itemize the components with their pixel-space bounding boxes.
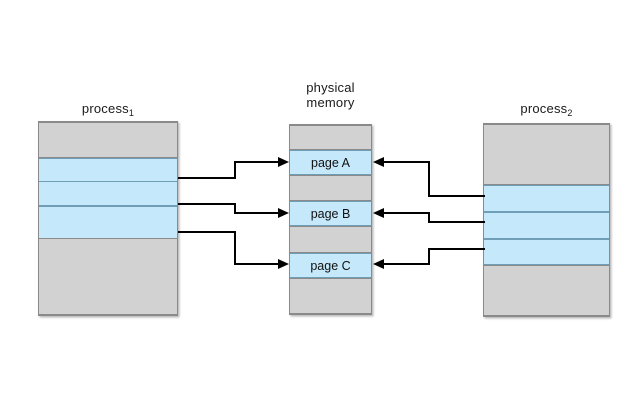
process2-address-space bbox=[483, 123, 610, 317]
process2-band-gray-bottom bbox=[484, 265, 609, 316]
process1-band-page-3 bbox=[39, 206, 177, 239]
mapping-6-segment-v bbox=[428, 248, 430, 265]
mapping-3-arrowhead bbox=[278, 259, 289, 269]
process2-band-page-3 bbox=[484, 239, 609, 265]
process1-band-gray-top bbox=[39, 122, 177, 158]
physical-memory-band-gray-1 bbox=[290, 125, 371, 150]
physical-memory-title-line2: memory bbox=[306, 95, 355, 110]
mapping-4-segment-h1 bbox=[428, 195, 485, 197]
physical-memory-band-gray-2 bbox=[290, 175, 371, 201]
process1-address-space bbox=[38, 121, 178, 316]
mapping-2-segment-h1 bbox=[178, 203, 236, 205]
mapping-5-segment-h2 bbox=[384, 212, 430, 214]
mapping-1-arrowhead bbox=[278, 157, 289, 167]
process2-title-subscript: 2 bbox=[567, 108, 573, 118]
process2-title-text: process bbox=[520, 101, 568, 116]
physical-memory-frame-page-a: page A bbox=[290, 150, 371, 175]
mapping-6-segment-h1 bbox=[428, 248, 485, 250]
process1-title-subscript: 1 bbox=[128, 108, 135, 118]
process1-title-text: process bbox=[81, 101, 129, 116]
mapping-1-segment-h1 bbox=[178, 177, 236, 179]
physical-memory-band-gray-3 bbox=[290, 226, 371, 253]
mapping-2-segment-h2 bbox=[234, 212, 279, 214]
physical-memory-frame-page-b: page B bbox=[290, 201, 371, 226]
mapping-1-segment-v bbox=[234, 161, 236, 179]
process1-band-page-1 bbox=[39, 158, 177, 182]
process1-band-gray-bottom bbox=[39, 238, 177, 315]
physical-memory-band-gray-4 bbox=[290, 278, 371, 314]
physical-memory-frame-page-c: page C bbox=[290, 253, 371, 278]
mapping-4-segment-v bbox=[428, 161, 430, 197]
physical-memory-frames: page A page B page C bbox=[289, 124, 372, 315]
mapping-2-segment-v bbox=[234, 203, 236, 214]
mapping-2-arrowhead bbox=[278, 208, 289, 218]
process2-band-gray-top bbox=[484, 124, 609, 185]
mapping-6-segment-h2 bbox=[384, 263, 430, 265]
mapping-6-arrowhead bbox=[373, 259, 384, 269]
mapping-3-segment-h1 bbox=[178, 231, 236, 233]
process1-band-page-2 bbox=[39, 181, 177, 206]
mapping-3-segment-v bbox=[234, 231, 236, 265]
mapping-3-segment-h2 bbox=[234, 263, 279, 265]
process2-title: process2 bbox=[483, 101, 610, 118]
process2-band-page-2 bbox=[484, 212, 609, 239]
mapping-5-arrowhead bbox=[373, 208, 384, 218]
mapping-1-segment-h2 bbox=[234, 161, 279, 163]
mapping-5-segment-h1 bbox=[428, 221, 485, 223]
process1-title: process1 bbox=[38, 101, 178, 118]
mapping-5-segment-v bbox=[428, 212, 430, 223]
process2-band-page-1 bbox=[484, 185, 609, 212]
physical-memory-title-line1: physical bbox=[306, 80, 355, 95]
mapping-4-arrowhead bbox=[373, 157, 384, 167]
mapping-4-segment-h2 bbox=[384, 161, 430, 163]
